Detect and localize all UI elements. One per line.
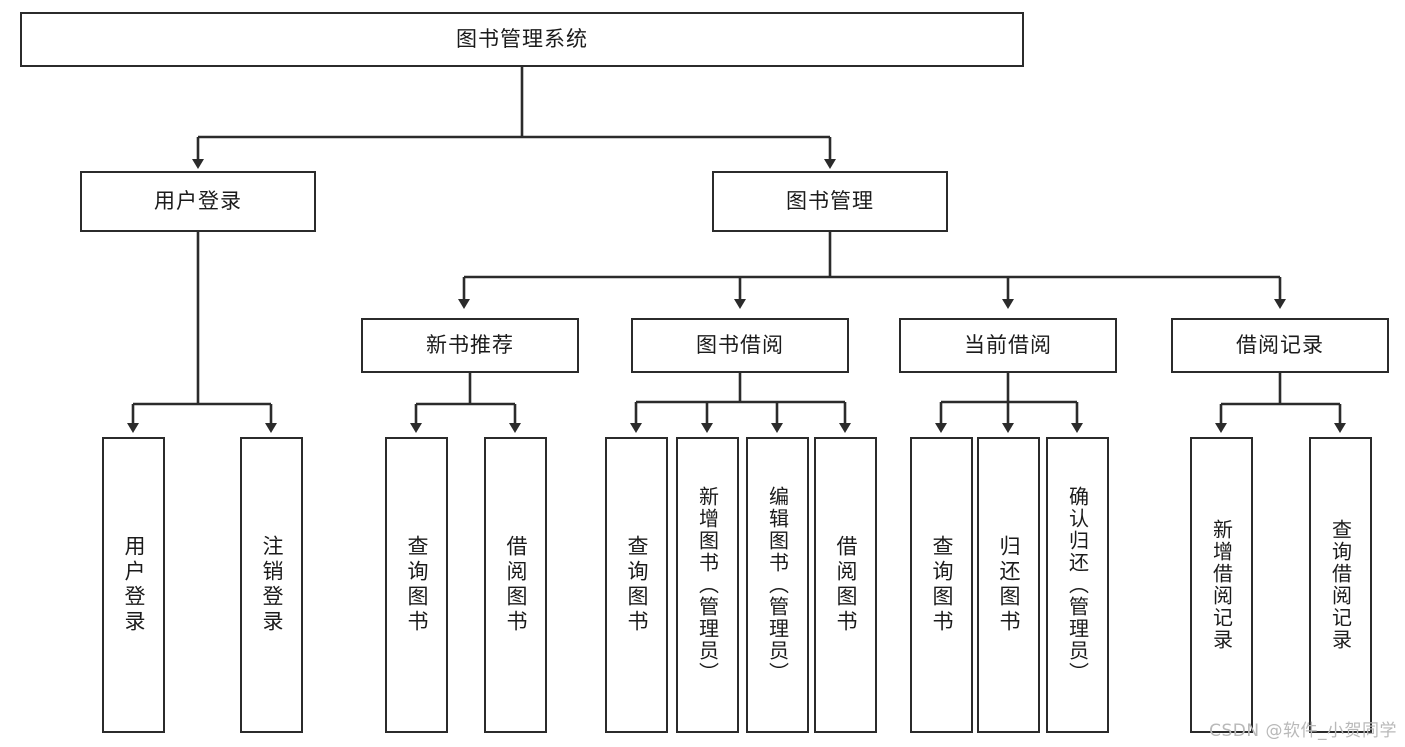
leaf-record-query-borrow-record[interactable]: 查询借阅记录 [1309, 437, 1372, 733]
node-current-borrow[interactable]: 当前借阅 [899, 318, 1117, 373]
leaf-user-login-login[interactable]: 用户登录 [102, 437, 165, 733]
node-book-management[interactable]: 图书管理 [712, 171, 948, 232]
leaf-borrow-edit-book-admin[interactable]: 编辑图书（管理员） [746, 437, 809, 733]
leaf-borrow-add-book-admin[interactable]: 新增图书（管理员） [676, 437, 739, 733]
node-borrow-record[interactable]: 借阅记录 [1171, 318, 1389, 373]
node-label: 借阅图书 [834, 535, 858, 635]
node-label: 新书推荐 [426, 333, 514, 358]
node-label: 图书管理系统 [456, 27, 588, 52]
node-label: 查询图书 [625, 535, 649, 635]
node-label: 编辑图书（管理员） [765, 486, 790, 684]
node-label: 用户登录 [154, 189, 242, 214]
leaf-record-add-borrow-record[interactable]: 新增借阅记录 [1190, 437, 1253, 733]
leaf-recommend-query-book[interactable]: 查询图书 [385, 437, 448, 733]
node-label: 图书管理 [786, 189, 874, 214]
node-label: 查询图书 [930, 535, 954, 635]
node-label: 借阅记录 [1236, 333, 1324, 358]
node-new-book-recommend[interactable]: 新书推荐 [361, 318, 579, 373]
node-label: 新增图书（管理员） [695, 486, 720, 684]
node-label: 归还图书 [997, 535, 1021, 635]
leaf-current-return-book[interactable]: 归还图书 [977, 437, 1040, 733]
node-book-borrow[interactable]: 图书借阅 [631, 318, 849, 373]
node-label: 注销登录 [260, 535, 284, 635]
leaf-borrow-borrow-book[interactable]: 借阅图书 [814, 437, 877, 733]
csdn-watermark: CSDN @软件_小贺同学 [1209, 721, 1397, 741]
leaf-user-login-logout[interactable]: 注销登录 [240, 437, 303, 733]
leaf-current-confirm-return-admin[interactable]: 确认归还（管理员） [1046, 437, 1109, 733]
node-user-login[interactable]: 用户登录 [80, 171, 316, 232]
leaf-current-query-book[interactable]: 查询图书 [910, 437, 973, 733]
leaf-recommend-borrow-book[interactable]: 借阅图书 [484, 437, 547, 733]
node-label: 当前借阅 [964, 333, 1052, 358]
node-root-library-management-system[interactable]: 图书管理系统 [20, 12, 1024, 67]
node-label: 借阅图书 [504, 535, 528, 635]
leaf-borrow-query-book[interactable]: 查询图书 [605, 437, 668, 733]
node-label: 图书借阅 [696, 333, 784, 358]
node-label: 查询图书 [405, 535, 429, 635]
node-label: 确认归还（管理员） [1065, 486, 1090, 684]
node-label: 用户登录 [122, 535, 146, 635]
node-label: 新增借阅记录 [1209, 519, 1234, 651]
node-label: 查询借阅记录 [1328, 519, 1353, 651]
